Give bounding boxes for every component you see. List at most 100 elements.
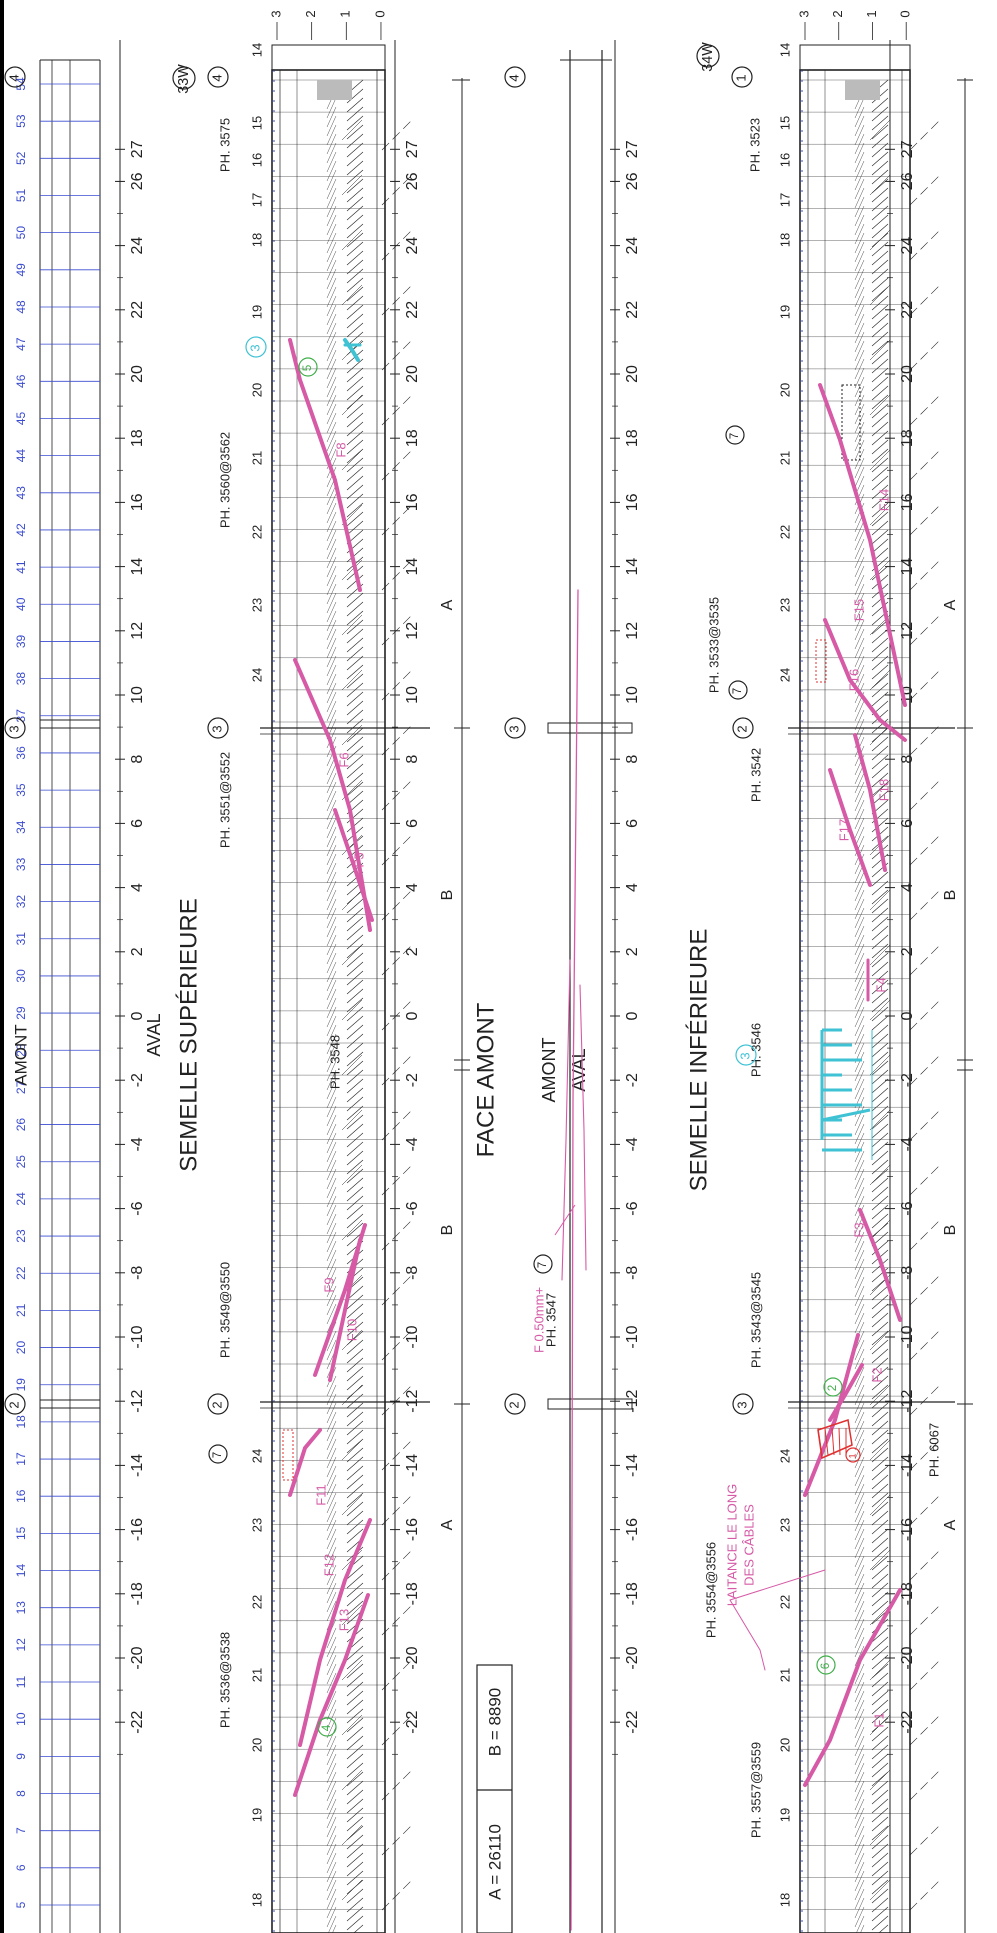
top-band-hatch — [326, 493, 337, 515]
bottom-band-diag — [869, 999, 891, 1021]
bottom-band-hatch — [871, 754, 889, 770]
bottom-callout-7-label: 7 — [728, 433, 741, 440]
top-band-hatch — [326, 187, 337, 209]
bottom-web-number: 24 — [777, 668, 792, 682]
top-band-hatch — [326, 988, 337, 1010]
bottom-band-dashed — [909, 889, 941, 921]
bottom-band-hatch — [871, 970, 889, 986]
top-band-hatch — [326, 628, 337, 650]
top-crack-label: F6 — [336, 752, 351, 767]
bottom-band-hatch — [871, 304, 889, 320]
top-band-hatch — [346, 1006, 364, 1022]
top-crack-label: F9 — [321, 1277, 336, 1292]
top-band-hatch — [346, 1474, 364, 1490]
bottom-band-diag — [869, 1824, 891, 1846]
bottom-band-hatch — [854, 781, 865, 803]
top-web-number: 14 — [249, 43, 264, 57]
top-band-hatch — [326, 1087, 337, 1109]
top-band-hatch — [326, 1231, 337, 1253]
bottom-band-hatch — [854, 952, 865, 974]
gridline-2-marker-label: 2 — [6, 1401, 21, 1408]
top-band-hatch — [326, 1150, 337, 1172]
axis-b-tick-label: -2 — [404, 1073, 421, 1087]
top-band-hatch — [346, 1465, 364, 1481]
top-band-hatch — [346, 1528, 364, 1544]
bottom-red-box — [815, 639, 827, 683]
bottom-band-hatch — [854, 1690, 865, 1712]
bottom-band-hatch — [871, 1897, 889, 1913]
bottom-band-hatch — [854, 1312, 865, 1334]
bottom-band-dashed — [909, 119, 941, 151]
bottom-band-hatch — [871, 1366, 889, 1382]
axis-c-tick-label: 6 — [624, 819, 641, 828]
top-band-hatch — [326, 637, 337, 659]
bottom-photo-label: PH. 3543@3545 — [748, 1272, 763, 1368]
axis-d-tick-label: -8 — [899, 1266, 916, 1280]
top-band-diag — [341, 944, 363, 966]
bottom-band-hatch — [854, 1015, 865, 1037]
blue-number: 18 — [14, 1415, 28, 1429]
axis-c-tick-label: 22 — [624, 301, 641, 319]
top-band-depth-label: 1 — [338, 10, 353, 17]
bottom-photo-label: PH. 3523 — [747, 118, 762, 172]
bottom-band-hatch — [854, 1744, 865, 1766]
top-band-dashed — [381, 1879, 413, 1911]
bottom-band-hatch — [871, 1861, 889, 1877]
bottom-band-hatch — [854, 1060, 865, 1082]
bottom-band-hatch — [854, 1627, 865, 1649]
blue-number: 9 — [14, 1753, 28, 1760]
top-band-hatch — [326, 1024, 337, 1046]
top-web-number: 18 — [249, 233, 264, 247]
bottom-band-hatch — [871, 907, 889, 923]
bottom-band-hatch — [871, 637, 889, 653]
top-photo-label: PH. 3575 — [217, 118, 232, 172]
top-cyan-callout-label: 3 — [247, 344, 262, 351]
axis-d-tick-label: 8 — [899, 755, 916, 764]
top-band-hatch — [346, 1690, 364, 1706]
bottom-band-hatch — [871, 1159, 889, 1175]
top-band-hatch — [346, 475, 364, 491]
bottom-band-hatch — [871, 1708, 889, 1724]
bottom-band-hatch — [854, 1294, 865, 1316]
top-band-hatch — [326, 241, 337, 263]
top-band-hatch — [326, 1591, 337, 1613]
top-band-hatch — [346, 1204, 364, 1220]
top-band-hatch — [326, 151, 337, 173]
bottom-band-hatch — [871, 529, 889, 545]
top-band-diag — [341, 1384, 363, 1406]
bottom-band-hatch — [871, 1384, 889, 1400]
top-band-hatch — [326, 1159, 337, 1181]
top-band-hatch — [346, 412, 364, 428]
top-band-diag — [341, 834, 363, 856]
bottom-band-dashed — [909, 1659, 941, 1691]
blue-number: 5 — [14, 1901, 28, 1908]
top-band-hatch — [346, 1573, 364, 1589]
axis-d-tick-label: -20 — [899, 1646, 916, 1669]
top-band-hatch — [346, 1771, 364, 1787]
bottom-band-hatch — [871, 1834, 889, 1850]
bottom-band-hatch — [871, 295, 889, 311]
blue-number: 25 — [14, 1155, 28, 1169]
top-band-hatch — [326, 835, 337, 857]
bottom-band-hatch — [854, 466, 865, 488]
bottom-band-hatch — [871, 1852, 889, 1868]
top-band-hatch — [346, 358, 364, 374]
top-band-hatch — [326, 664, 337, 686]
bottom-band-hatch — [854, 1141, 865, 1163]
top-band-hatch — [346, 268, 364, 284]
bottom-band-hatch — [854, 241, 865, 263]
bottom-band-hatch — [871, 169, 889, 185]
top-band-hatch — [326, 106, 337, 128]
bottom-band-hatch — [871, 1537, 889, 1553]
top-band-hatch — [346, 1069, 364, 1085]
bottom-band-hatch — [854, 898, 865, 920]
blue-number: 11 — [14, 1675, 28, 1688]
top-band-hatch — [326, 412, 337, 434]
top-red-box — [282, 1429, 294, 1481]
bottom-band-hatch — [854, 1771, 865, 1793]
bottom-band-hatch — [871, 367, 889, 383]
bottom-web-number: 16 — [777, 153, 792, 167]
top-band-hatch — [346, 1051, 364, 1067]
bottom-band-hatch — [871, 1825, 889, 1841]
top-band-hatch — [326, 358, 337, 380]
